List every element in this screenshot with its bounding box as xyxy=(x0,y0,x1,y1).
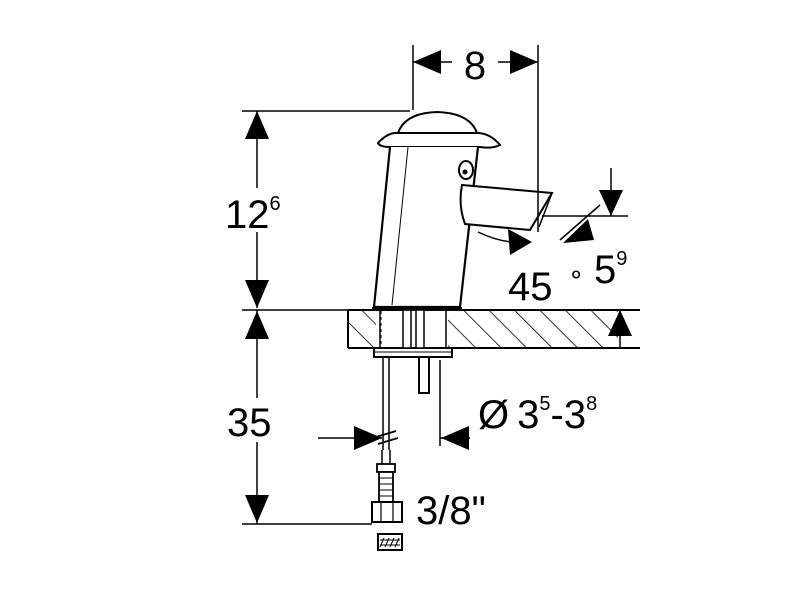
diameter-symbol: Ø xyxy=(478,393,509,437)
body-height-sup: 6 xyxy=(270,193,281,215)
diameter-min-sup: 5 xyxy=(539,393,550,415)
connection-size-label: 3/8" xyxy=(416,489,486,533)
spout-angle-value: 45 xyxy=(508,265,553,309)
spout-angle-symbol: ∘ xyxy=(568,259,584,289)
mounting-hardware xyxy=(371,309,453,551)
dimension-counter-thickness xyxy=(608,310,640,349)
dimension-spout: 45 ∘ 59 xyxy=(477,168,628,309)
body-height-main: 12 xyxy=(225,193,270,237)
diameter-max-main: 3 xyxy=(564,393,586,437)
spout-drop-main: 5 xyxy=(594,248,616,292)
diameter-min-main: 3 xyxy=(517,393,539,437)
shank-length-label: 35 xyxy=(227,401,272,445)
svg-text:Ø35-38: Ø35-38 xyxy=(478,393,597,437)
diameter-dash: - xyxy=(551,393,564,437)
svg-text:59: 59 xyxy=(594,248,627,292)
dimension-shank-length: 35 xyxy=(224,309,372,525)
top-width-label: 8 xyxy=(464,44,486,88)
svg-text:126: 126 xyxy=(225,193,281,237)
dimension-top-width: 8 xyxy=(412,42,539,232)
diameter-max-sup: 8 xyxy=(586,393,597,415)
faucet-body xyxy=(372,110,554,309)
dimension-body-height: 126 xyxy=(222,110,410,308)
countertop xyxy=(347,309,640,349)
connection-size: 3/8" xyxy=(416,489,486,533)
spout-drop-sup: 9 xyxy=(616,248,627,270)
